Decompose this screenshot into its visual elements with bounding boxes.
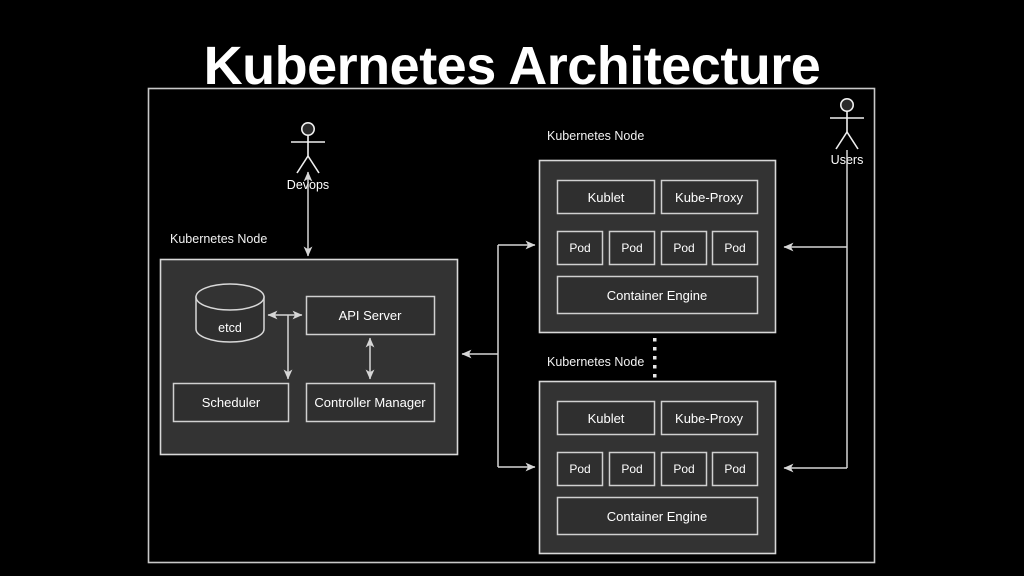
worker-node-1-kublet-label: Kublet: [588, 190, 625, 205]
worker-node-1-pod-label: Pod: [569, 241, 590, 255]
scheduler-box[interactable]: [172, 382, 290, 423]
worker-node-1-pod-box[interactable]: [711, 230, 759, 266]
api-server-label: API Server: [339, 308, 403, 323]
worker-node-1-kublet-box[interactable]: [556, 179, 656, 215]
worker-node-2-pod-label: Pod: [724, 462, 745, 476]
worker-node-2-pod-box[interactable]: [556, 451, 604, 487]
worker-node-1-container-engine-label: Container Engine: [607, 288, 707, 303]
worker-node-2-pod-box[interactable]: [711, 451, 759, 487]
worker-node-1-caption: Kubernetes Node: [547, 129, 644, 143]
stick-figure-icon: [830, 98, 864, 150]
worker-node-1-pod-label: Pod: [621, 241, 642, 255]
connector-users-workers: [783, 150, 848, 473]
worker-node-2-kube-proxy-box[interactable]: [660, 400, 759, 436]
worker-node-2-kublet-box[interactable]: [556, 400, 656, 436]
stick-figure-icon: [291, 122, 325, 174]
worker-node-2-pod-box[interactable]: [608, 451, 656, 487]
controller-manager-box[interactable]: [305, 382, 436, 423]
connector-master-workers-bus: [461, 240, 536, 472]
etcd-datastore[interactable]: etcd: [195, 283, 265, 343]
master-node-caption: Kubernetes Node: [170, 232, 267, 246]
scheduler-label: Scheduler: [202, 395, 261, 410]
worker-node-2-container-engine-box[interactable]: [556, 496, 759, 536]
api-server-box[interactable]: [305, 295, 436, 336]
worker-node-1-kube-proxy-box[interactable]: [660, 179, 759, 215]
page-title: Kubernetes Architecture: [204, 36, 821, 96]
diagram-frame: [147, 87, 876, 564]
worker-node-2-pod-label: Pod: [621, 462, 642, 476]
worker-node-2-pod-box[interactable]: [660, 451, 708, 487]
worker-node-2-caption: Kubernetes Node: [547, 355, 644, 369]
worker-node-1-pod-box[interactable]: [608, 230, 656, 266]
worker-node-1-pod-label: Pod: [673, 241, 694, 255]
worker-node-1-container-engine-box[interactable]: [556, 275, 759, 315]
worker-node-1-pod-label: Pod: [724, 241, 745, 255]
worker-node-2-kube-proxy-label: Kube-Proxy: [675, 411, 743, 426]
worker-node-2-kublet-label: Kublet: [588, 411, 625, 426]
worker-node-2-pod-label: Pod: [569, 462, 590, 476]
worker-node-1-kube-proxy-label: Kube-Proxy: [675, 190, 743, 205]
worker-node-1-pod-box[interactable]: [556, 230, 604, 266]
worker-node-2-container-engine-label: Container Engine: [607, 509, 707, 524]
worker-node-2-pod-label: Pod: [673, 462, 694, 476]
node-continuation-dots: [653, 338, 657, 378]
worker-node-1-pod-box[interactable]: [660, 230, 708, 266]
etcd-label: etcd: [218, 321, 242, 335]
controller-manager-label: Controller Manager: [314, 395, 426, 410]
